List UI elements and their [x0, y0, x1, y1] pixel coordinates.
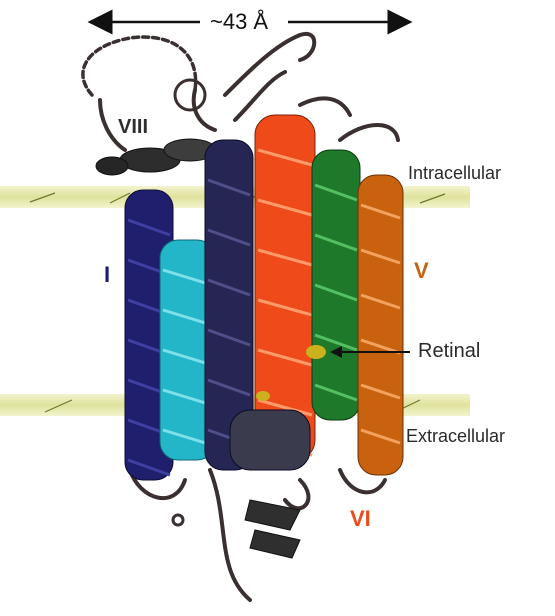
helix-VII	[312, 150, 360, 420]
helix-label-I: I	[104, 262, 110, 288]
helix-VI	[255, 115, 315, 460]
extracellular-label: Extracellular	[406, 426, 505, 447]
helix-label-VIII: VIII	[118, 116, 148, 139]
intracellular-label: Intracellular	[408, 163, 501, 184]
helix-VIII	[96, 139, 216, 175]
retinal-label: Retinal	[418, 340, 480, 363]
extracellular-sheet	[245, 500, 300, 558]
dimension-label: ~43 Å	[210, 9, 268, 35]
helix-label-VI: VI	[350, 506, 371, 532]
helix-label-V: V	[414, 258, 429, 284]
helix-IV	[230, 410, 310, 470]
helix-V	[358, 175, 403, 475]
